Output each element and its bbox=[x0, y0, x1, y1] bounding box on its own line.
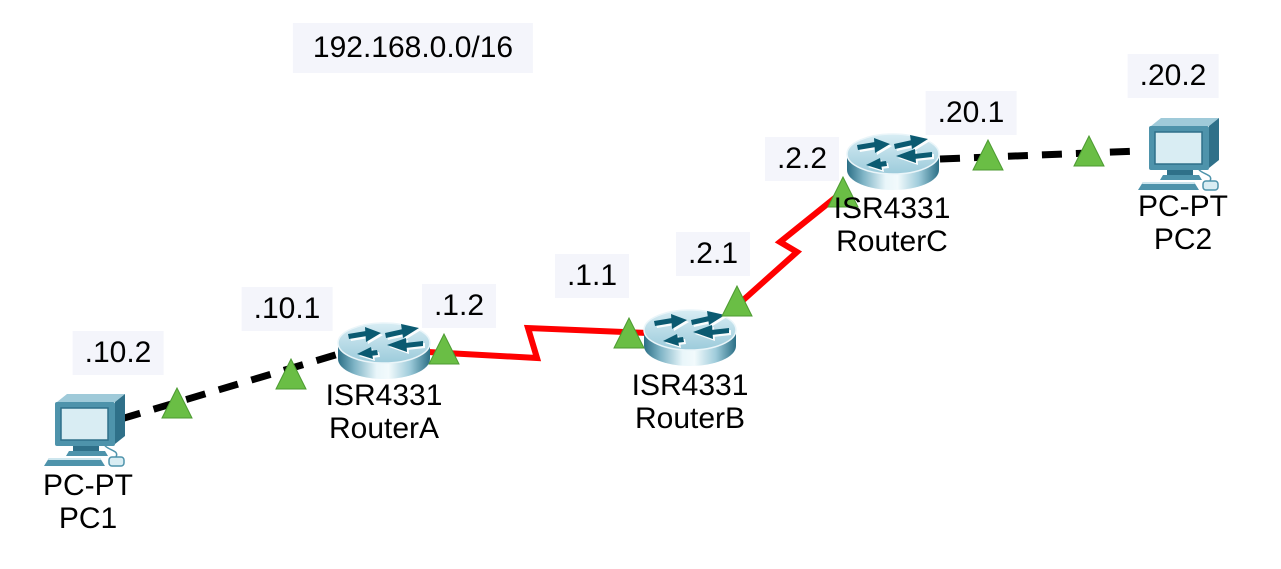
routerb-icon[interactable] bbox=[643, 306, 737, 372]
routerc-icon[interactable] bbox=[846, 130, 940, 196]
device-name: RouterB bbox=[634, 402, 746, 435]
device-model: ISR4331 bbox=[631, 369, 749, 402]
device-name: PC2 bbox=[1153, 223, 1213, 256]
interface-label-routera-lan: .10.1 bbox=[241, 287, 333, 331]
device-name: RouterA bbox=[328, 412, 440, 445]
link-routerc-pc2[interactable] bbox=[939, 147, 1140, 163]
interface-label-routerc-lan: .20.1 bbox=[925, 91, 1017, 135]
device-model: PC-PT bbox=[1138, 190, 1228, 223]
interface-label-routera-ser: .1.2 bbox=[421, 284, 497, 328]
interface-label-pc1-ip: .10.2 bbox=[72, 331, 164, 375]
network-note[interactable]: 192.168.0.0/16 bbox=[292, 23, 534, 73]
routera-icon[interactable] bbox=[337, 319, 431, 385]
device-name: RouterC bbox=[836, 225, 948, 258]
device-model: ISR4331 bbox=[833, 192, 951, 225]
interface-label-routerc-ser: .2.2 bbox=[764, 137, 840, 181]
pc2-icon[interactable] bbox=[1137, 116, 1230, 194]
interface-label-routerb-ser0: .1.1 bbox=[554, 254, 630, 298]
interface-label-pc2-ip: .20.2 bbox=[1127, 54, 1219, 98]
device-label-routerb[interactable]: ISR4331 RouterB bbox=[632, 369, 749, 435]
device-label-pc1[interactable]: PC-PT PC1 bbox=[43, 469, 133, 535]
link-routera-routerb[interactable] bbox=[427, 324, 649, 362]
device-label-routera[interactable]: ISR4331 RouterA bbox=[326, 379, 443, 445]
device-label-routerc[interactable]: ISR4331 RouterC bbox=[834, 192, 951, 258]
link-pc1-routera[interactable] bbox=[119, 349, 344, 423]
pc1-icon[interactable] bbox=[43, 392, 136, 470]
link-routerb-routerc[interactable] bbox=[729, 186, 848, 314]
device-model: PC-PT bbox=[43, 469, 133, 502]
device-name: PC1 bbox=[58, 502, 118, 535]
interface-label-routerb-ser1: .2.1 bbox=[675, 232, 751, 276]
device-model: ISR4331 bbox=[325, 379, 443, 412]
device-label-pc2[interactable]: PC-PT PC2 bbox=[1138, 190, 1228, 256]
